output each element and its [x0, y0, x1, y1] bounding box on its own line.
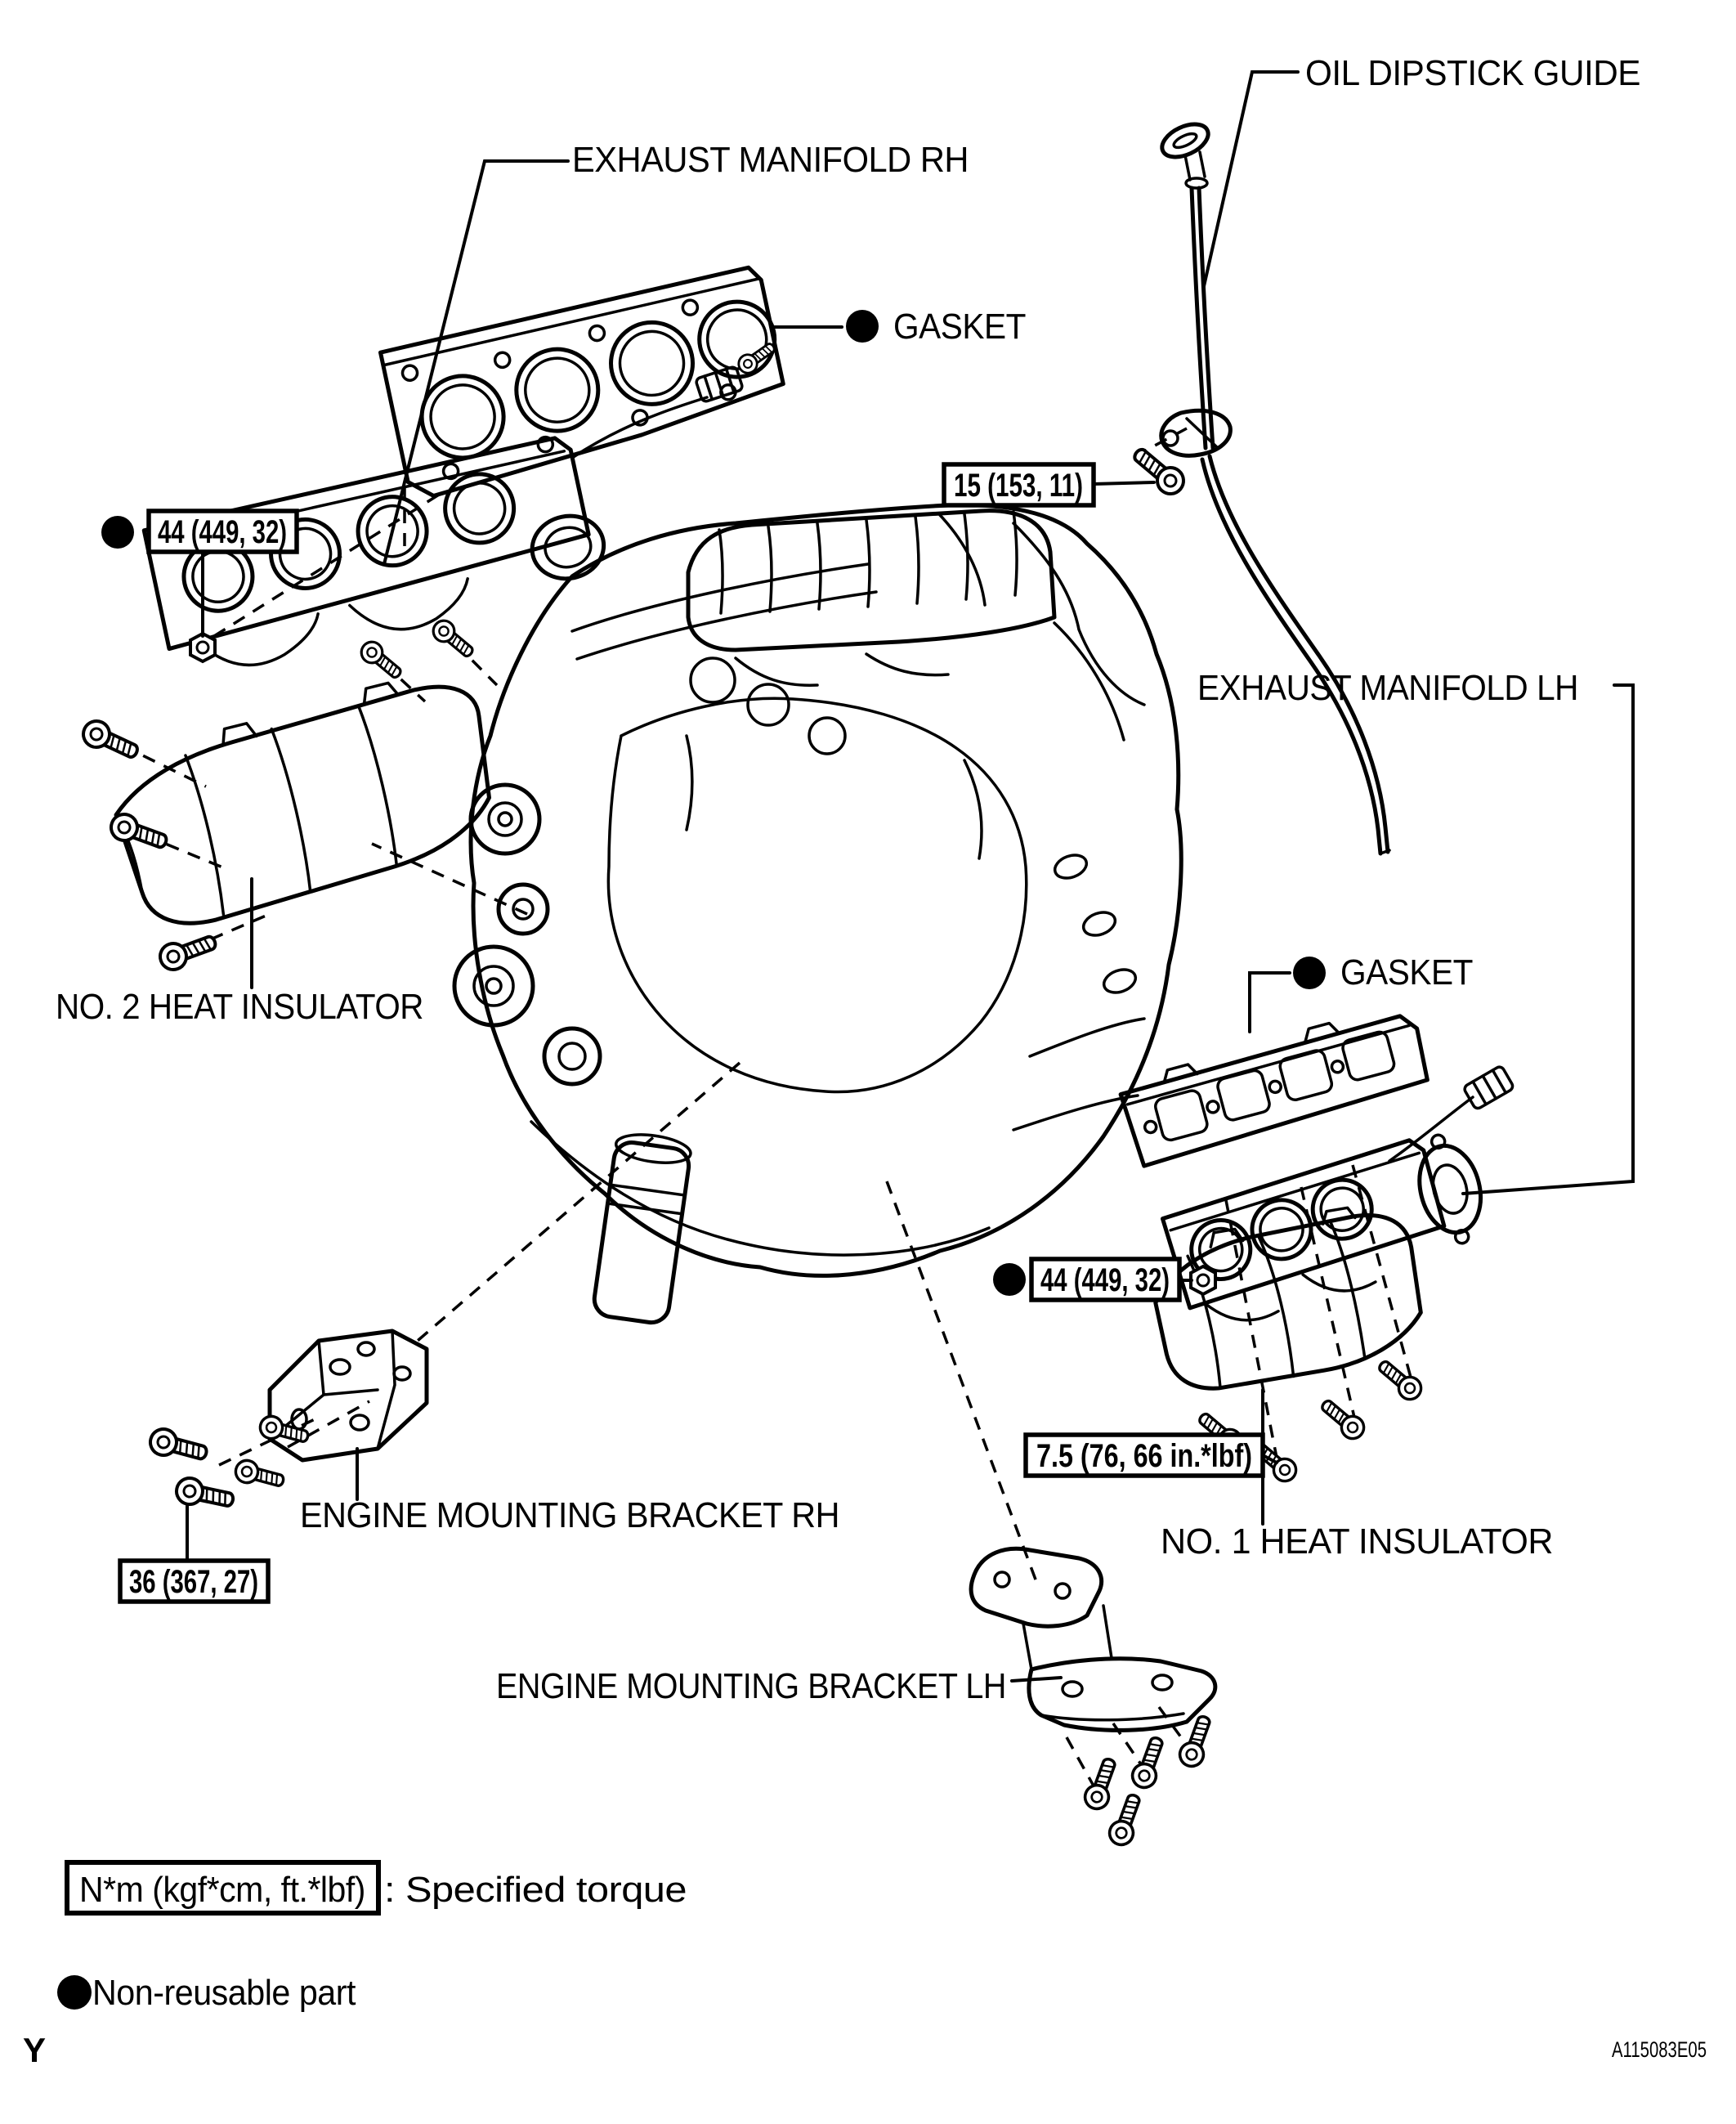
bolt-icon: [145, 1424, 212, 1468]
label-gasket-lh: GASKET: [1340, 952, 1473, 993]
bolt-icon: [105, 809, 172, 857]
engine-mounting-bracket-lh-drawing: [969, 1546, 1218, 1732]
page-marker: Y: [23, 2031, 46, 2069]
bolt-icon: [1080, 1754, 1123, 1814]
non-reusable-dot: [57, 1975, 92, 2010]
label-exhaust-manifold-rh: EXHAUST MANIFOLD RH: [572, 140, 969, 180]
non-reusable-dot: [101, 516, 134, 549]
legend-non-reusable: Non-reusable part: [92, 1973, 356, 2013]
part-labels: OIL DIPSTICK GUIDE EXHAUST MANIFOLD RH G…: [56, 53, 1641, 1706]
bolt-icon: [1126, 441, 1191, 501]
gasket-lh-drawing: [1118, 1014, 1430, 1168]
figure-code: A115083E05: [1612, 2037, 1707, 2062]
fasteners: [77, 441, 1427, 1850]
torque-box-bracket: [118, 1558, 271, 1604]
engine-illustration: [452, 503, 1183, 1325]
torque-box-dipstick: [942, 462, 1096, 508]
non-reusable-dot: [1293, 957, 1326, 989]
torque-box-manifold-rh: [146, 509, 299, 554]
torque-value-bracket: 36 (367, 27): [129, 1564, 258, 1600]
torque-value-insulator: 7.5 (76, 66 in.*lbf): [1036, 1438, 1252, 1474]
label-exhaust-manifold-lh: EXHAUST MANIFOLD LH: [1197, 668, 1578, 708]
leader-lines: [186, 70, 1635, 1683]
legend-torque-meaning: : Specified torque: [384, 1870, 687, 1910]
bolt-icon: [356, 636, 407, 685]
label-oil-dipstick-guide: OIL DIPSTICK GUIDE: [1305, 53, 1640, 93]
torque-value-manifold-lh: 44 (449, 32): [1040, 1262, 1170, 1298]
nut-icon: [189, 632, 217, 663]
label-no1-heat-insulator: NO. 1 HEAT INSULATOR: [1161, 1521, 1553, 1562]
label-engine-mounting-bracket-lh: ENGINE MOUNTING BRACKET LH: [496, 1666, 1006, 1706]
gasket-rh-drawing: [378, 265, 785, 498]
legend: N*m (kgf*cm, ft.*lbf) : Specified torque…: [57, 1860, 687, 2013]
label-engine-mounting-bracket-rh: ENGINE MOUNTING BRACKET RH: [300, 1495, 839, 1535]
torque-box-insulator: [1023, 1432, 1265, 1478]
bolt-icon: [427, 615, 479, 664]
nut-icon: [1189, 1265, 1217, 1296]
torque-value-dipstick: 15 (153, 11): [954, 468, 1083, 504]
oil-dipstick-guide-drawing: [1159, 122, 1391, 856]
heat-insulator-no1-drawing: [1153, 1206, 1423, 1391]
torque-box-manifold-lh: [1029, 1257, 1182, 1302]
bolt-icon: [1127, 1732, 1170, 1793]
bolt-icon: [154, 927, 221, 975]
label-gasket-rh: GASKET: [893, 307, 1026, 347]
bolt-icon: [231, 1456, 288, 1494]
non-reusable-dot: [846, 310, 879, 343]
bolt-icon: [1315, 1393, 1370, 1445]
bolt-icon: [172, 1474, 238, 1515]
non-reusable-dot: [993, 1263, 1026, 1296]
heat-insulator-no2-drawing: [114, 681, 491, 925]
bolt-icon: [1104, 1790, 1148, 1850]
legend-torque-box: [65, 1860, 381, 1916]
torque-boxes: 15 (153, 11) 44 (449, 32) 44 (449, 32) 3…: [118, 462, 1265, 1604]
label-no2-heat-insulator: NO. 2 HEAT INSULATOR: [56, 987, 423, 1027]
bolt-icon: [77, 715, 144, 767]
exhaust-manifold-rh-drawing: [141, 337, 780, 667]
engine-mounting-bracket-rh-drawing: [267, 1329, 429, 1463]
bolt-icon: [1372, 1354, 1427, 1405]
torque-value-manifold-rh: 44 (449, 32): [158, 514, 287, 550]
legend-torque-box-label: N*m (kgf*cm, ft.*lbf): [79, 1870, 365, 1910]
